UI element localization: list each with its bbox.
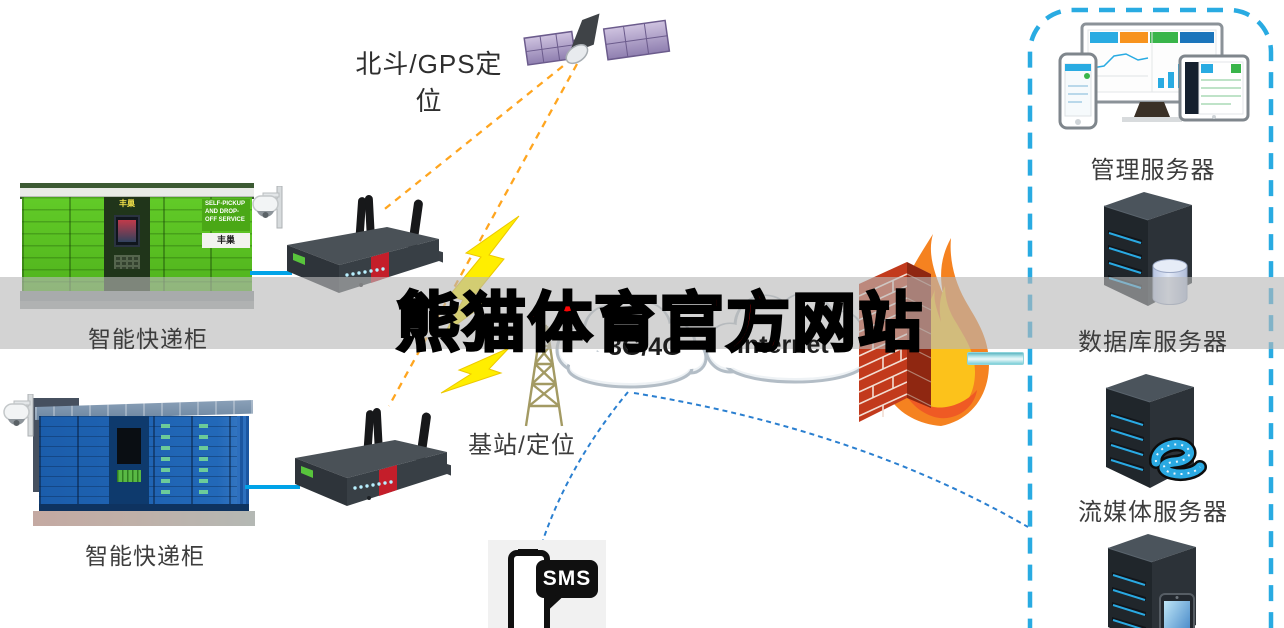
sms-bubble: SMS	[536, 560, 598, 598]
sms-bubble-tail	[542, 593, 563, 614]
filmstrip	[1149, 437, 1207, 482]
locker1-label: 智能快递柜	[88, 326, 208, 352]
locker-brand-sign: 丰巢	[202, 233, 250, 248]
flame-base	[903, 390, 977, 419]
kiosk-screen	[117, 428, 141, 464]
gps-link-2	[387, 63, 579, 407]
sms-phone-icon: SMS	[488, 540, 606, 628]
locker2-label: 智能快递柜	[85, 543, 205, 569]
server-label-streaming: 流媒体服务器	[1078, 499, 1228, 526]
kiosk-keypad	[114, 255, 140, 269]
cellular-router-icon-2	[291, 406, 451, 521]
kiosk-keypad	[117, 470, 141, 482]
smart-locker-blue-photo	[33, 398, 255, 526]
cloud-3g4g-label: 3G/4G	[608, 333, 682, 361]
satellite-icon	[523, 13, 671, 66]
ground	[33, 511, 255, 526]
decor-glyphs	[161, 424, 170, 496]
phone-notch	[518, 549, 538, 555]
kiosk-screen	[114, 215, 140, 247]
streaming-server-icon	[1100, 368, 1207, 493]
server-label-database: 数据库服务器	[1078, 329, 1228, 356]
zone-link	[633, 392, 1029, 528]
ethernet-line-1	[250, 271, 292, 275]
ethernet-line-2	[245, 485, 300, 489]
locker-sign-text: SELF-PICKUP AND DROP-OFF SERVICE	[202, 199, 250, 231]
container-endcap	[237, 416, 249, 504]
brand-logo: 丰巢	[119, 199, 135, 208]
phone-server-icon	[1102, 528, 1202, 628]
management-devices-icon	[1058, 22, 1250, 130]
locker-kiosk	[109, 416, 149, 504]
satellite-label: 北斗/GPS定位	[355, 49, 503, 116]
server-zone-border	[1027, 7, 1274, 628]
phone-front	[1159, 593, 1195, 628]
locker-base	[39, 504, 249, 512]
base-station-label: 基站/定位	[468, 432, 576, 459]
cloud-internet-label: Internet	[737, 331, 829, 359]
cctv-camera-icon	[0, 394, 40, 450]
server-label-management: 管理服务器	[1090, 157, 1216, 184]
locker-top-rail	[20, 188, 254, 197]
watermark-text: 熊猫体育官方网站	[395, 286, 924, 361]
decor-glyphs	[199, 424, 208, 496]
gps-link-1	[380, 57, 574, 213]
gray-band-overlay	[0, 277, 1284, 349]
sms-link	[542, 391, 629, 541]
lightning-bolt-2	[440, 347, 510, 394]
dmz-pipe-connector	[967, 352, 1024, 365]
